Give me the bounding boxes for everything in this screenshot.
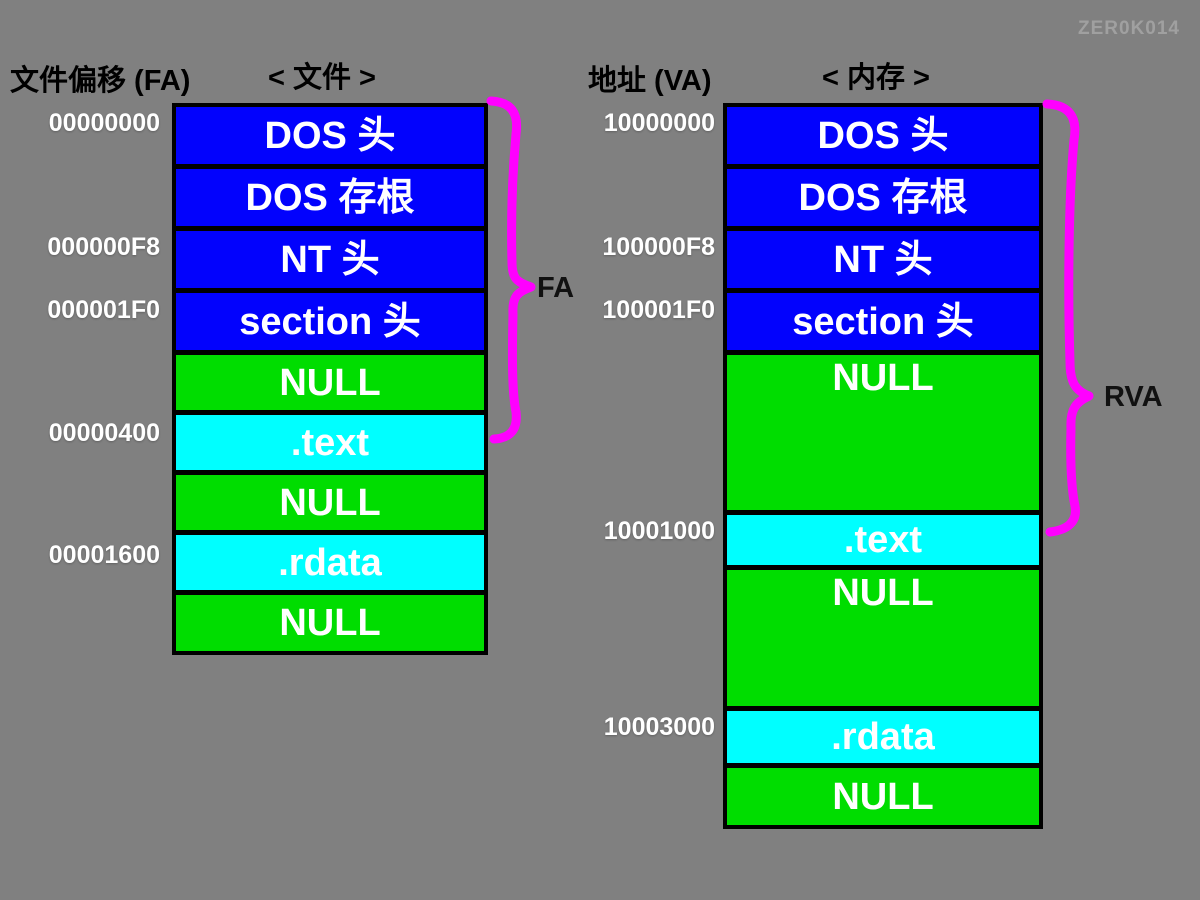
watermark: ZER0K014: [1078, 18, 1180, 39]
rva-brace-label: RVA: [1104, 381, 1163, 413]
va-axis-label: 地址 (VA): [588, 65, 712, 97]
file-block-null-1: NULL: [176, 355, 484, 410]
file-block-text-section: .text: [176, 415, 484, 470]
file-address-section-header: 000001F0: [47, 296, 160, 324]
va-address-text-section: 10001000: [603, 517, 715, 545]
file-block-null-2: NULL: [176, 475, 484, 530]
va-address-nt-header: 100000F8: [602, 233, 715, 261]
fa-brace-label: FA: [537, 272, 575, 304]
va-address-rdata-section: 10003000: [603, 713, 715, 741]
memory-layout-column: DOS 头 DOS 存根 NT 头 section 头 NULL .text N…: [723, 103, 1043, 829]
file-panel-title: < 文件 >: [268, 62, 376, 94]
file-block-nt-header: NT 头: [176, 231, 484, 288]
mem-block-null-1: NULL: [727, 355, 1039, 510]
file-address-nt-header: 000000F8: [47, 233, 160, 261]
mem-block-null-2: NULL: [727, 570, 1039, 706]
mem-block-dos-header: DOS 头: [727, 107, 1039, 164]
file-block-dos-header: DOS 头: [176, 107, 484, 164]
va-address-section-header: 100001F0: [602, 296, 715, 324]
memory-panel-title: < 内存 >: [822, 62, 930, 94]
file-block-section-header: section 头: [176, 293, 484, 350]
file-block-null-3: NULL: [176, 595, 484, 651]
file-layout-column: DOS 头 DOS 存根 NT 头 section 头 NULL .text N…: [172, 103, 488, 655]
file-offset-axis-label: 文件偏移 (FA): [10, 65, 191, 97]
file-address-dos-header: 00000000: [48, 109, 160, 137]
file-address-rdata-section: 00001600: [48, 541, 160, 569]
mem-block-rdata-section: .rdata: [727, 711, 1039, 763]
rva-brace-icon: [1042, 99, 1094, 537]
mem-block-nt-header: NT 头: [727, 231, 1039, 288]
file-block-rdata-section: .rdata: [176, 535, 484, 590]
mem-block-section-header: section 头: [727, 293, 1039, 350]
va-address-dos-header: 10000000: [603, 109, 715, 137]
file-address-text-section: 00000400: [48, 419, 160, 447]
mem-block-text-section: .text: [727, 515, 1039, 565]
file-block-dos-stub: DOS 存根: [176, 169, 484, 226]
mem-block-dos-stub: DOS 存根: [727, 169, 1039, 226]
fa-brace-icon: [486, 96, 536, 444]
mem-block-null-3: NULL: [727, 768, 1039, 825]
